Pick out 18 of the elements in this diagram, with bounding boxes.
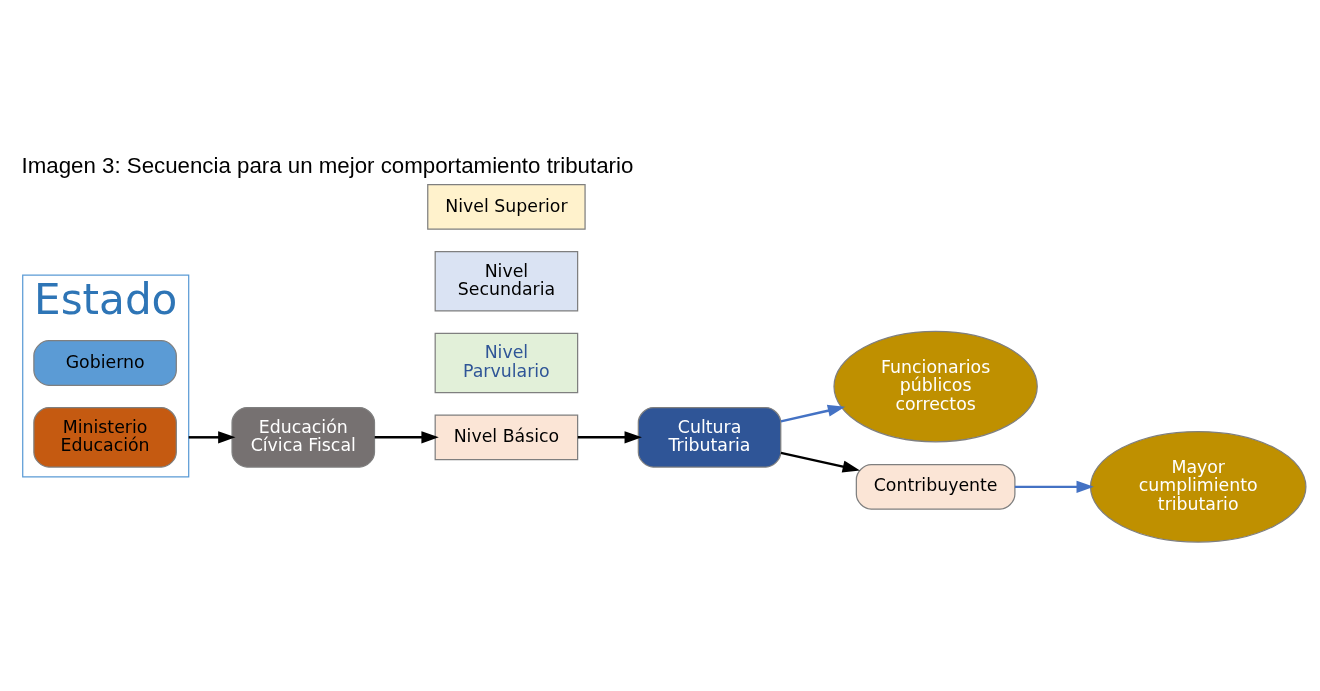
arrow — [1014, 480, 1094, 493]
node-box: Nivel Parvulario — [434, 332, 579, 393]
node-box: Ministerio Educación — [33, 406, 177, 468]
arrow — [374, 430, 439, 443]
arrow — [577, 430, 642, 443]
arrow — [188, 430, 236, 443]
node-box: Gobierno — [33, 339, 177, 386]
node-box: Educación Cívica Fiscal — [231, 406, 376, 468]
node-box: Nivel Secundaria — [434, 250, 579, 312]
node-box: Cultura Tributaria — [637, 406, 782, 468]
node-box: Nivel Superior — [427, 183, 586, 230]
node-ellipse: Mayor cumplimiento tributario — [1089, 430, 1307, 543]
node-ellipse: Funcionarios públicos correctos — [833, 330, 1038, 442]
diagram-title: Imagen 3: Secuencia para un mejor comportamiento tributario — [21, 152, 634, 178]
node-box: Contribuyente — [855, 463, 1016, 510]
arrow — [780, 404, 846, 423]
node-box: Nivel Básico — [434, 413, 579, 460]
arrow — [780, 451, 860, 473]
